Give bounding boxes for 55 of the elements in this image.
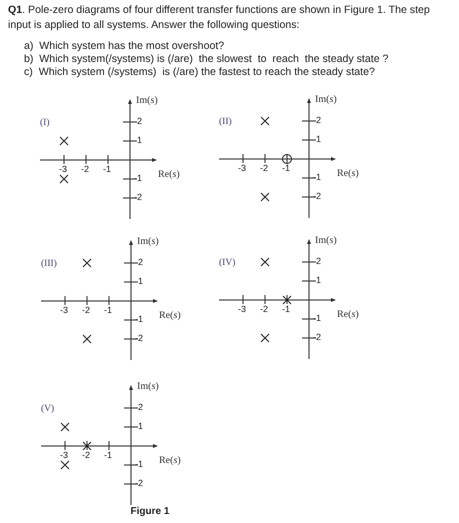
tick-label: 2 — [137, 117, 142, 126]
question-item: c) Which system (/systems) is (/are) the fastest to reach the steady state? — [24, 66, 375, 79]
tick-label: -1 — [313, 314, 322, 323]
figure-caption: Figure 1 — [130, 506, 170, 517]
tick-label: -1 — [103, 165, 112, 174]
tick-label: -1 — [104, 451, 112, 460]
axis-label: Im(s) — [136, 96, 158, 106]
tick-label: -1 — [104, 306, 112, 315]
tick-label: -3 — [238, 164, 246, 173]
axis-label: Re(s) — [158, 170, 180, 180]
tick-label: -2 — [134, 193, 142, 202]
tick-label: -3 — [238, 305, 246, 314]
chart-title: (I) — [40, 119, 50, 128]
axis-label: Re(s) — [337, 169, 359, 179]
tick-label: -3 — [59, 165, 68, 174]
tick-label: -3 — [60, 451, 68, 460]
tick-label: -2 — [135, 334, 144, 343]
tick-label: 1 — [316, 135, 322, 144]
tick-label: -2 — [82, 451, 90, 460]
tick-label: 1 — [138, 422, 144, 431]
tick-label: 2 — [138, 258, 144, 267]
chart-title: (V) — [41, 405, 54, 414]
tick-label: -2 — [260, 305, 268, 314]
tick-label: -2 — [260, 164, 268, 173]
tick-label: 2 — [316, 257, 322, 266]
tick-label: -1 — [135, 460, 144, 469]
tick-label: -1 — [282, 164, 290, 173]
question-item: a) Which system has the most overshoot? — [24, 40, 224, 53]
question-text: Q1. Pole-zero diagrams of four different transfer functions are shown in Figure 1. The step input is applied to all systems. Answer the following questions: — [8, 3, 431, 33]
tick-label: 2 — [138, 403, 144, 412]
tick-label: -2 — [313, 333, 322, 342]
tick-label: 2 — [316, 116, 322, 125]
tick-label: -1 — [135, 315, 144, 324]
axis-label: Re(s) — [159, 456, 181, 466]
axis-label: Re(s) — [337, 310, 359, 320]
axis-label: Im(s) — [137, 237, 159, 247]
tick-label: -2 — [81, 165, 90, 174]
axis-label: Im(s) — [315, 95, 337, 105]
question-item: b) Which system(/systems) is (/are) the slowest to reach the steady state ? — [24, 53, 388, 66]
axis-label: Im(s) — [137, 382, 159, 392]
tick-label: 1 — [138, 277, 144, 286]
tick-label: 1 — [316, 276, 322, 285]
tick-label: -2 — [82, 306, 90, 315]
axis-label: Re(s) — [159, 311, 181, 321]
tick-label: 1 — [137, 136, 142, 145]
chart-title: (II) — [219, 118, 232, 128]
axis-label: Im(s) — [315, 236, 337, 246]
tick-label: -1 — [313, 173, 322, 182]
tick-label: -1 — [134, 174, 142, 183]
tick-label: -1 — [282, 305, 290, 314]
tick-label: -2 — [313, 192, 322, 201]
chart-title: (III) — [41, 260, 57, 270]
chart-title: (IV) — [219, 259, 236, 268]
tick-label: -2 — [135, 479, 144, 488]
tick-label: -3 — [60, 306, 68, 315]
